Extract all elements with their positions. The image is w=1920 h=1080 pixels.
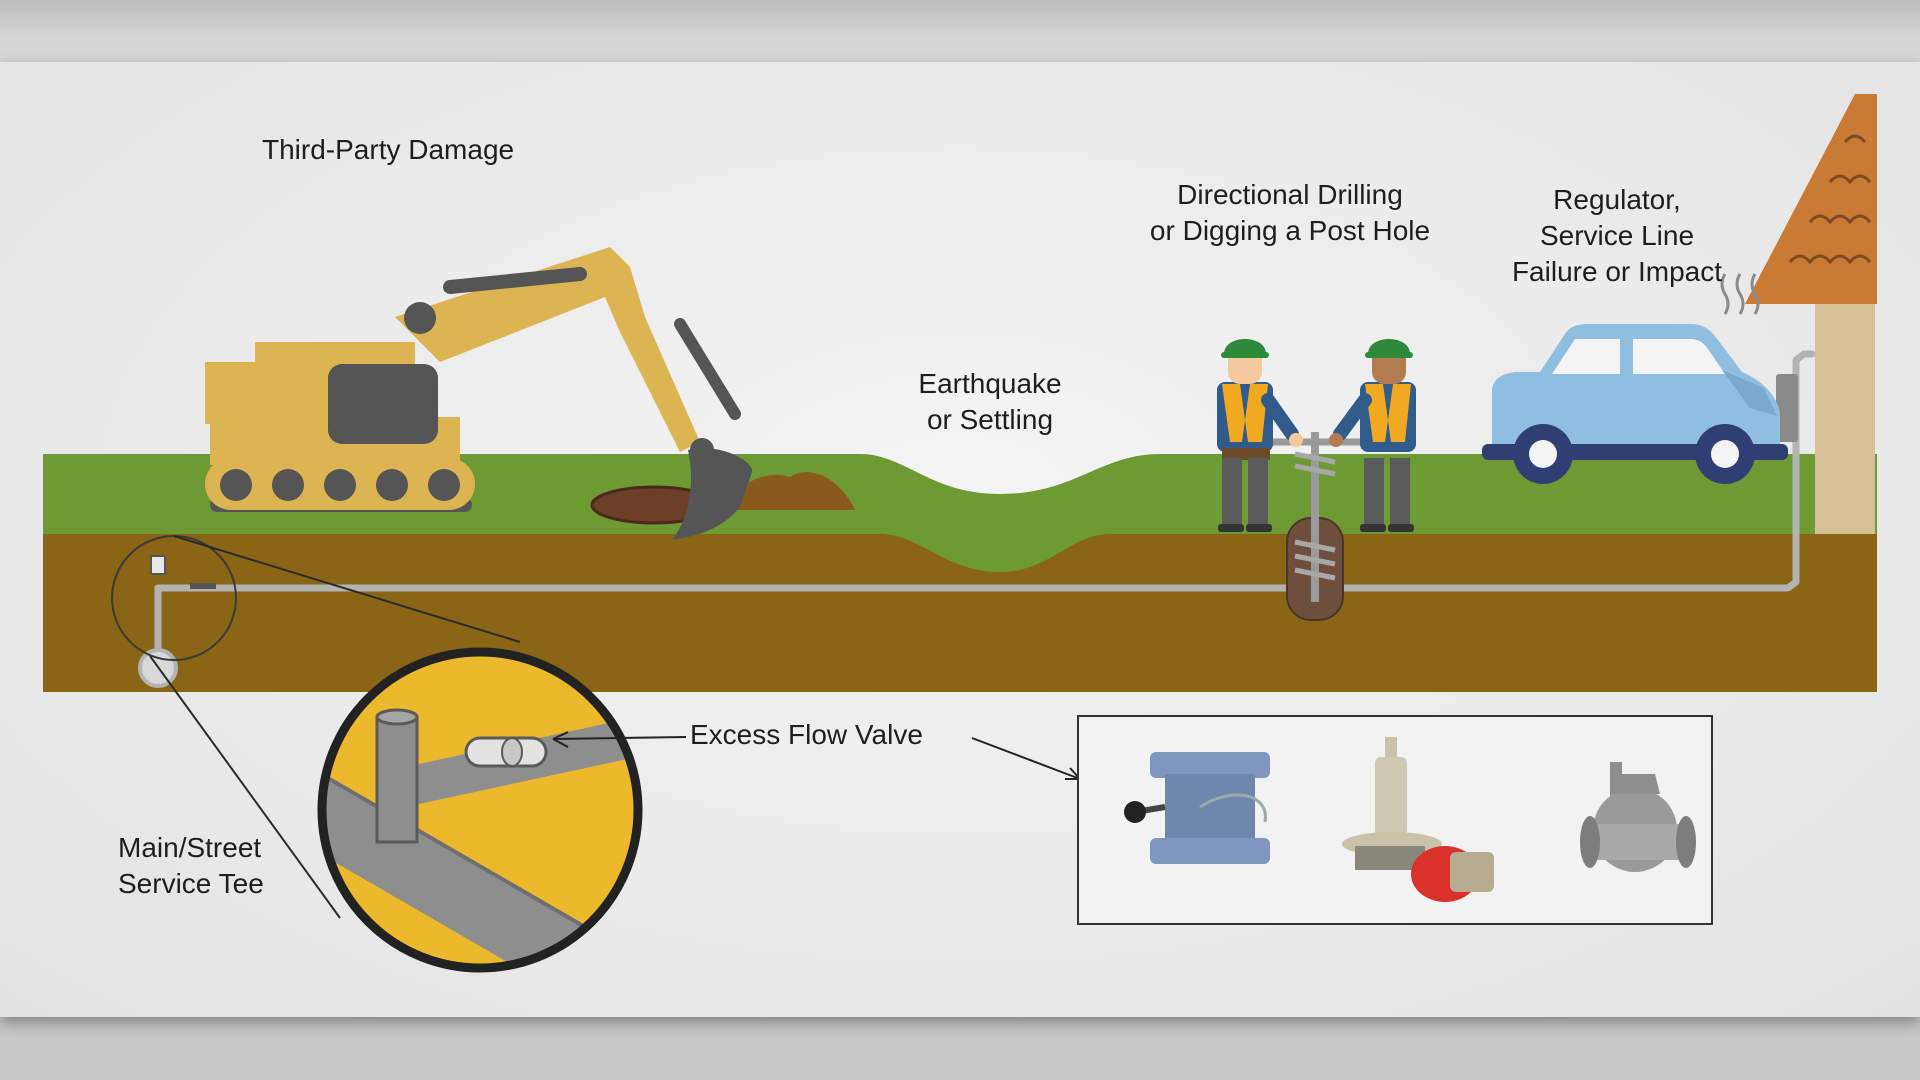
label-regulator-line2: Service Line (1539, 220, 1695, 251)
label-excess-flow-valve: Excess Flow Valve (690, 719, 923, 750)
label-earthquake: Earthquake or Settling (880, 366, 1100, 438)
car-icon (1482, 273, 1788, 484)
house-icon (1745, 94, 1877, 534)
zoom-line-bottom (149, 655, 341, 919)
label-main-street-line2: Service Tee (118, 868, 264, 899)
gas-regulator (1776, 374, 1798, 442)
valve-photo-1 (1124, 752, 1270, 864)
post-hole-auger-icon (1265, 432, 1365, 621)
worker-left (1217, 339, 1303, 532)
service-tee-fitting (150, 555, 166, 575)
label-directional-drilling: Directional Drilling or Digging a Post H… (1120, 177, 1460, 249)
efv-pointer-left-arrowhead (552, 731, 569, 748)
label-regulator: Regulator, Service Line Failure or Impac… (1482, 182, 1752, 290)
workers-icon (1217, 339, 1416, 532)
magnifier-icon (317, 647, 643, 973)
gas-line-damage-diagram (43, 94, 1877, 973)
excavator-icon (205, 247, 753, 540)
label-main-street-service-tee: Main/Street Service Tee (118, 830, 264, 902)
ground (43, 454, 1877, 692)
valve-photo-3 (1580, 762, 1696, 872)
label-directional-drilling-line2: or Digging a Post Hole (1149, 215, 1431, 246)
zoom-line-top (173, 535, 521, 643)
diagram-panel: Third-Party Damage Directional Drilling … (0, 62, 1920, 1017)
label-earthquake-line2: or Settling (926, 404, 1054, 435)
label-directional-drilling-line1: Directional Drilling (1177, 179, 1403, 210)
grass-layer (43, 454, 1877, 572)
valve-photo-2 (1342, 737, 1494, 902)
efv-pointer-left (552, 736, 687, 740)
label-main-street-line1: Main/Street (118, 832, 262, 863)
dirt-mound (730, 472, 855, 510)
valve-marker (190, 583, 216, 589)
label-regulator-line3: Failure or Impact (1511, 256, 1723, 287)
worker-right (1329, 339, 1416, 532)
label-earthquake-line1: Earthquake (918, 368, 1062, 399)
label-regulator-line1: Regulator, (1553, 184, 1681, 215)
label-third-party-damage: Third-Party Damage (262, 134, 515, 165)
efv-pointer-right (971, 737, 1081, 780)
